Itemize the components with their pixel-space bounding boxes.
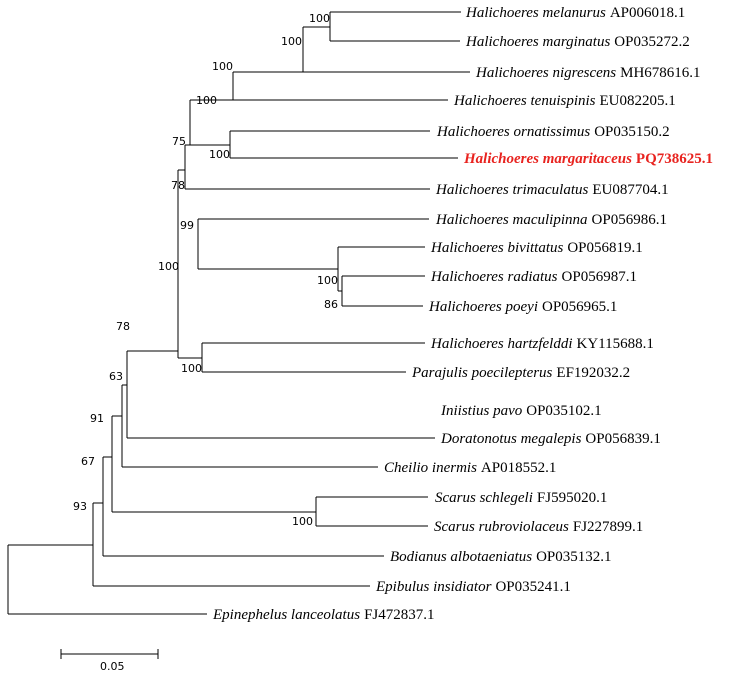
taxon-label: Scarus schlegeli FJ595020.1 [435,489,607,506]
support-value: 100 [281,35,302,48]
branch-ornatissimus-margaritaceus [229,130,458,159]
support-value: 78 [116,320,130,333]
tree-branches [7,11,470,615]
taxon-label: Epibulus insidiator OP035241.1 [375,578,571,595]
branch-melanurus-marginatus [329,11,461,42]
taxon-label: Epinephelus lanceolatus FJ472837.1 [212,606,435,623]
taxon-label: Bodianus albotaeniatus OP035132.1 [390,548,612,565]
support-value: 99 [180,219,194,232]
taxon-label: Scarus rubroviolaceus FJ227899.1 [434,518,643,535]
support-value: 75 [172,135,186,148]
tip-labels: Halichoeres melanurus AP006018.1 Halicho… [212,4,713,623]
scale-bar: 0.05 [60,649,159,673]
branch-node-67 [102,456,384,557]
support-value: 100 [309,12,330,25]
branch-bivittatus [337,246,425,292]
support-value: 63 [109,370,123,383]
support-value: 67 [81,455,95,468]
branch-node-99 [197,218,429,270]
taxon-label: Iniistius pavo OP035102.1 [440,402,602,419]
support-value: 91 [90,412,104,425]
branch-node-78-upper [184,144,430,190]
branch-root [7,544,207,615]
support-value: 86 [324,298,338,311]
taxon-label: Halichoeres nigrescens MH678616.1 [475,64,701,81]
branch-node-100-crown [177,169,202,359]
taxon-label: Parajulis poecilepterus EF192032.2 [411,364,630,381]
branch-scarus [315,496,428,527]
taxon-label: Halichoeres melanurus AP006018.1 [465,4,685,21]
taxon-label: Halichoeres ornatissimus OP035150.2 [436,123,670,140]
branch-node-86 [341,275,425,307]
support-value: 100 [292,515,313,528]
scale-bar-line [60,649,159,659]
branch-node-75 [189,99,233,146]
taxon-label-highlighted: Halichoeres margaritaceus PQ738625.1 [463,150,713,167]
branch-hartzfelddi-parajulis [201,342,425,373]
taxon-label: Halichoeres trimaculatus EU087704.1 [435,181,669,198]
branch-nigrescens [302,26,470,73]
taxon-label: Halichoeres poeyi OP056965.1 [428,298,617,315]
branch-node-93 [92,502,370,587]
support-value: 100 [181,362,202,375]
support-value: 100 [212,60,233,73]
taxon-label: Halichoeres bivittatus OP056819.1 [430,239,643,256]
taxon-label: Doratonotus megalepis OP056839.1 [440,430,661,447]
support-value: 100 [158,260,179,273]
taxon-label: Cheilio inermis AP018552.1 [384,459,556,476]
support-value: 100 [317,274,338,287]
support-value: 100 [196,94,217,107]
support-value: 93 [73,500,87,513]
support-value: 78 [171,179,185,192]
taxon-label: Halichoeres maculipinna OP056986.1 [435,211,667,228]
taxon-label: Halichoeres hartzfelddi KY115688.1 [430,335,654,352]
scale-bar-label: 0.05 [100,660,125,673]
taxon-label: Halichoeres tenuispinis EU082205.1 [453,92,676,109]
taxon-label: Halichoeres marginatus OP035272.2 [465,33,690,50]
branch-node-78-lower [126,350,435,439]
branch-node-91 [111,415,316,513]
support-value: 100 [209,148,230,161]
branch-tenuispinis [232,71,448,101]
branch-node-63 [121,384,378,468]
support-values: 100 100 100 100 100 75 100 86 99 100 78 … [73,12,338,528]
taxon-label: Halichoeres radiatus OP056987.1 [430,268,637,285]
